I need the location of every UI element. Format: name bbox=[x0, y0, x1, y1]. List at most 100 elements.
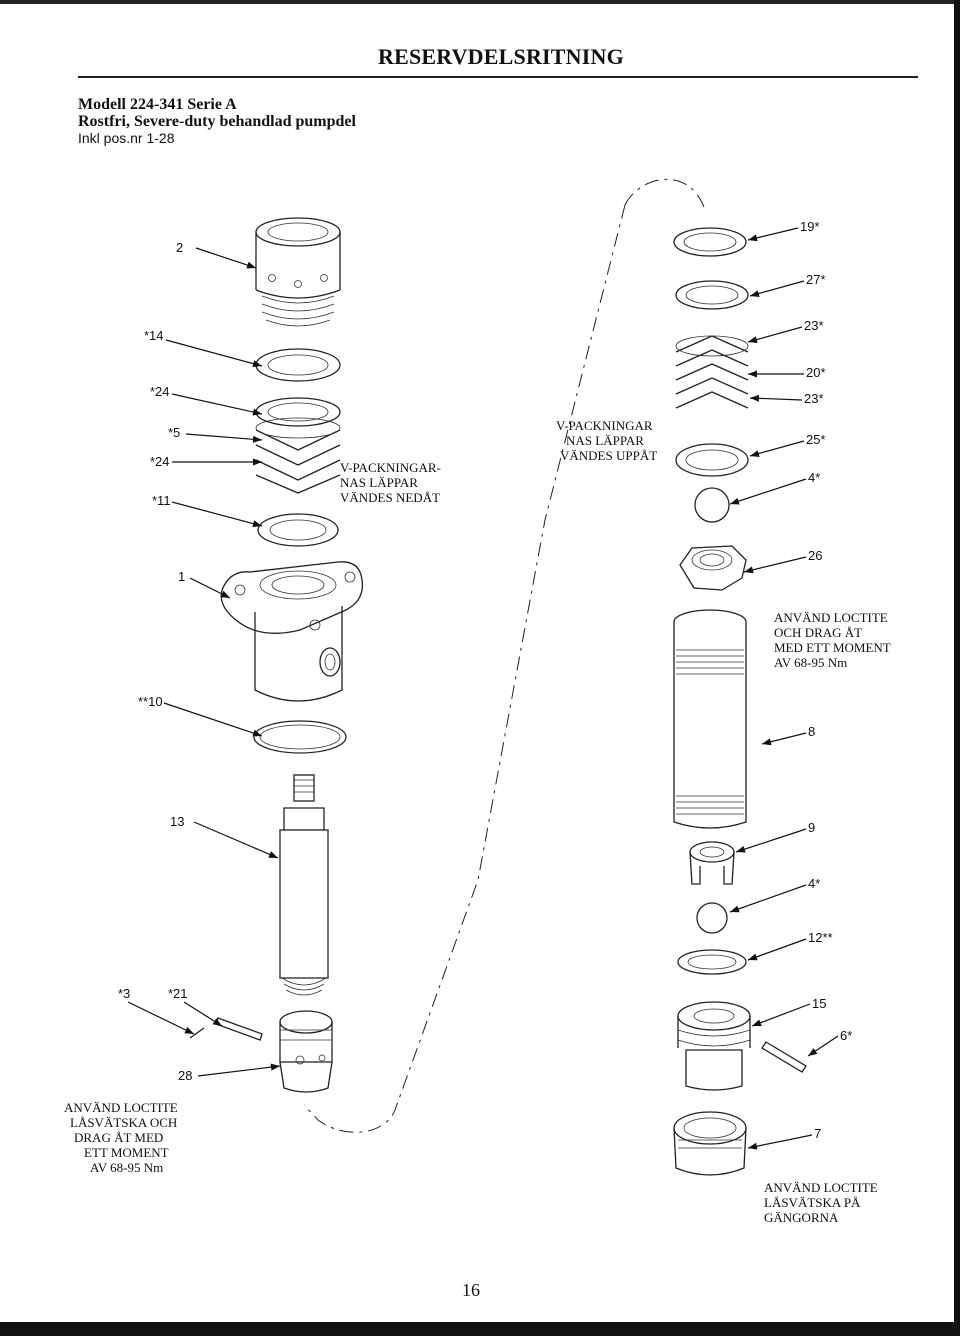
leader-line-5 bbox=[185, 433, 263, 441]
part-28-piston-valve bbox=[279, 1010, 333, 1093]
callout-23b: 23* bbox=[804, 391, 824, 406]
model-series: Serie A bbox=[187, 96, 237, 113]
arrowhead-1 bbox=[220, 590, 230, 598]
callout-24a: *24 bbox=[150, 384, 170, 399]
model-info: Modell 224-341 Serie A Rostfri, Severe-d… bbox=[78, 96, 356, 147]
callout-4a: 4* bbox=[808, 470, 820, 485]
arrowhead-26 bbox=[744, 566, 754, 574]
note-loctite-right-line2: OCH DRAG ÅT bbox=[774, 625, 862, 640]
callout-5: *5 bbox=[168, 425, 180, 440]
arrowhead-23a bbox=[748, 336, 758, 343]
callout-26: 26 bbox=[808, 548, 822, 563]
page-title: RESERVDELSRITNING bbox=[378, 44, 624, 69]
callout-9: 9 bbox=[808, 820, 815, 835]
note-loctite-left-line4: ETT MOMENT bbox=[84, 1145, 169, 1160]
model-description: Rostfri, Severe-duty behandlad pumpdel bbox=[78, 113, 356, 130]
part-4-ball-lower bbox=[696, 902, 728, 934]
leader-line-9 bbox=[735, 828, 807, 853]
note-loctite-threads-line2: LÅSVÄTSKA PÅ bbox=[764, 1195, 861, 1210]
note-vpack-up-line2: NAS LÄPPAR bbox=[566, 433, 644, 448]
part-11-ring bbox=[257, 513, 339, 547]
callout-25: 25* bbox=[806, 432, 826, 447]
note-vpack-up: V-PACKNINGAR NAS LÄPPAR VÄNDES UPPÅT bbox=[556, 418, 657, 463]
part-9-ball-guide bbox=[689, 841, 735, 885]
part-15-foot-valve-seat bbox=[677, 1001, 751, 1091]
arrowhead-23b bbox=[750, 394, 760, 402]
callout-1: 1 bbox=[178, 569, 185, 584]
leader-line-24a bbox=[171, 393, 263, 415]
callout-2: 2 bbox=[176, 240, 183, 255]
note-loctite-threads-line1: ANVÄND LOCTITE bbox=[764, 1180, 878, 1195]
arrowhead-27 bbox=[750, 290, 760, 297]
note-loctite-right-line1: ANVÄND LOCTITE bbox=[774, 610, 888, 625]
note-vpack-down-line2: NAS LÄPPAR bbox=[340, 475, 418, 490]
callout-27: 27* bbox=[806, 272, 826, 287]
part-23-20-23-v-packings-up bbox=[675, 335, 749, 409]
arrowhead-7 bbox=[748, 1142, 758, 1150]
leader-line-4b bbox=[729, 884, 807, 913]
assembly-path-line bbox=[303, 178, 706, 1133]
leader-line-27 bbox=[749, 280, 805, 297]
part-26-hex-nut bbox=[679, 545, 747, 591]
callout-leaders bbox=[127, 227, 839, 1150]
arrowhead-25 bbox=[750, 450, 760, 457]
arrowhead-12 bbox=[748, 953, 758, 961]
note-vpack-up-line1: V-PACKNINGAR bbox=[556, 418, 653, 433]
arrowhead-24a bbox=[252, 408, 262, 416]
model-included-items: Inkl pos.nr 1-28 bbox=[78, 130, 175, 146]
arrowhead-10 bbox=[252, 729, 262, 737]
note-loctite-torque-right: ANVÄND LOCTITE OCH DRAG ÅT MED ETT MOMEN… bbox=[774, 610, 891, 670]
note-loctite-threads-line3: GÄNGORNA bbox=[764, 1210, 839, 1225]
callout-6: 6* bbox=[840, 1028, 852, 1043]
arrowhead-20 bbox=[748, 370, 757, 378]
leader-line-12 bbox=[747, 938, 807, 961]
leader-line-13 bbox=[193, 821, 279, 859]
callout-14: *14 bbox=[144, 328, 164, 343]
arrowhead-9 bbox=[736, 845, 746, 853]
leader-line-2 bbox=[195, 247, 257, 269]
note-loctite-right-line4: AV 68-95 Nm bbox=[774, 655, 847, 670]
leader-line-11 bbox=[171, 501, 263, 527]
arrowhead-2 bbox=[246, 261, 256, 269]
part-8-cylinder bbox=[673, 609, 747, 829]
leader-line-23a bbox=[747, 326, 803, 343]
leader-line-4a bbox=[729, 478, 807, 505]
arrowhead-5 bbox=[252, 435, 262, 443]
arrowhead-28 bbox=[270, 1063, 280, 1071]
leader-line-15 bbox=[751, 1003, 811, 1027]
arrowhead-6 bbox=[808, 1048, 818, 1056]
part-4-ball-upper bbox=[694, 487, 730, 523]
part-13-displacement-rod bbox=[279, 774, 329, 996]
callout-20: 20* bbox=[806, 365, 826, 380]
header-divider bbox=[78, 76, 918, 78]
leader-line-25 bbox=[749, 440, 805, 457]
leader-line-10 bbox=[163, 702, 263, 737]
leader-line-3 bbox=[127, 1001, 195, 1035]
part-12-ring bbox=[677, 949, 747, 975]
part-19-ring bbox=[673, 227, 747, 257]
page-number: 16 bbox=[462, 1280, 480, 1300]
note-loctite-right-line3: MED ETT MOMENT bbox=[774, 640, 891, 655]
callout-24b: *24 bbox=[150, 454, 170, 469]
note-vpack-down-line1: V-PACKNINGAR- bbox=[340, 460, 441, 475]
part-3-21-pins bbox=[189, 1017, 263, 1041]
callout-12: 12** bbox=[808, 930, 833, 945]
leader-line-14 bbox=[165, 339, 263, 367]
leader-line-7 bbox=[747, 1134, 813, 1149]
arrowhead-24b bbox=[253, 458, 262, 466]
callout-3: *3 bbox=[118, 986, 130, 1001]
leader-line-28 bbox=[197, 1065, 281, 1077]
callout-13: 13 bbox=[170, 814, 184, 829]
part-14-ring bbox=[255, 348, 341, 382]
part-25-ring bbox=[675, 443, 749, 477]
part-7-foot-valve-housing bbox=[673, 1111, 747, 1176]
note-loctite-left-line5: AV 68-95 Nm bbox=[90, 1160, 163, 1175]
part-1-pump-housing bbox=[220, 561, 364, 702]
note-loctite-torque-left: ANVÄND LOCTITE LÅSVÄTSKA OCH DRAG ÅT MED… bbox=[64, 1100, 178, 1175]
frame-top-border bbox=[0, 0, 960, 4]
callout-23a: 23* bbox=[804, 318, 824, 333]
model-number: Modell 224-341 bbox=[78, 96, 184, 113]
callout-7: 7 bbox=[814, 1126, 821, 1141]
